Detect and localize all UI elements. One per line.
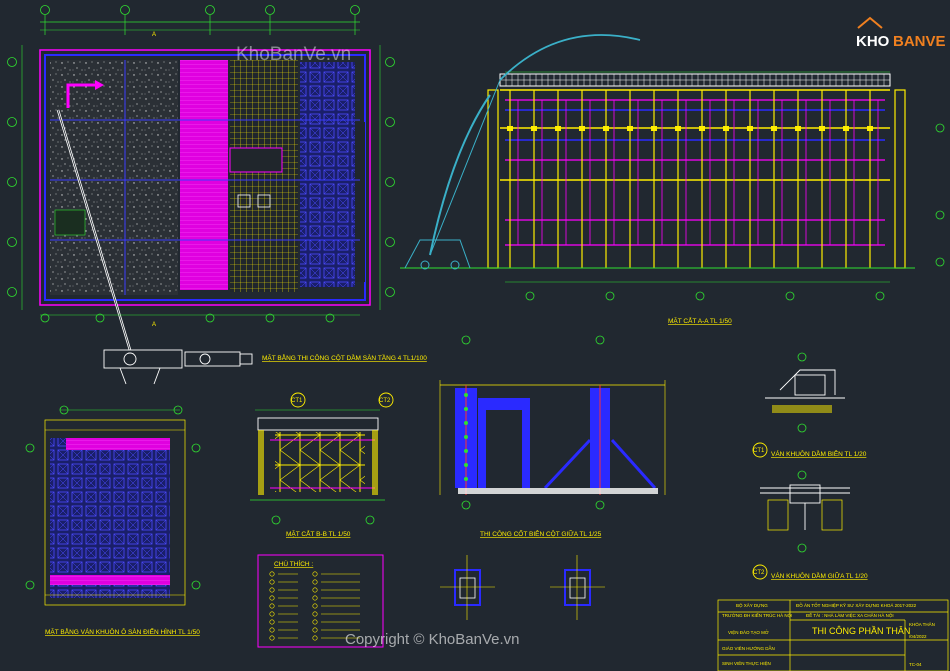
section-bb-title: MẶT CẮT B-B TL 1/50	[286, 529, 351, 538]
tb-project-header: ĐỒ ÁN TỐT NGHIỆP KỸ SƯ XÂY DỰNG KHOÁ 201…	[796, 601, 917, 608]
tb-university: TRƯỜNG ĐH KIẾN TRÚC HÀ NỘI	[722, 612, 792, 618]
ct1-callout: CT1	[291, 398, 303, 404]
ct1-title: VÁN KHUÔN DẦM BIÊN TL 1/20	[771, 448, 867, 458]
tb-drawing-name: THI CÔNG PHẦN THÂN	[812, 626, 910, 636]
slab-plan-title: MẶT BẰNG VÁN KHUÔN Ô SÀN ĐIỂN HÌNH TL 1/…	[45, 627, 200, 636]
ct2-callout: CT2	[379, 398, 391, 404]
floor-plan: A A MẶT BẰNG THI CÔNG CỘT DẦM SÀN TẦNG 4…	[7, 5, 427, 385]
logo-text-kho: KHO	[856, 33, 890, 50]
section-bb: CT1 CT2 MẶT CẮT B-B TL 1/50	[250, 392, 394, 538]
section-aa: MẶT CẮT A-A TL 1/50	[400, 34, 945, 325]
crane-truck-icon	[103, 349, 253, 385]
watermark-top: KhoBanVe.vn	[236, 44, 351, 65]
detail-ct1: CT1 VÁN KHUÔN DẦM BIÊN TL 1/20	[752, 352, 867, 458]
section-aa-title: MẶT CẮT A-A TL 1/50	[668, 316, 732, 325]
column-detail-1	[440, 555, 495, 620]
pump-truck-icon	[404, 239, 471, 270]
tb-advisor: GIÁO VIÊN HƯỚNG DẪN	[722, 644, 775, 651]
title-block	[717, 599, 949, 671]
tb-faculty: VIỆN ĐÀO TẠO MỞ	[728, 628, 769, 635]
watermark-bottom: Copyright © KhoBanVe.vn	[345, 631, 520, 648]
detail-ct2: CT2 VÁN KHUÔN DẦM GIỮA TL 1/20	[752, 470, 868, 580]
plan-title: MẶT BẰNG THI CÔNG CỘT DẦM SÀN TẦNG 4 TL1…	[262, 352, 427, 362]
ct2-title: VÁN KHUÔN DẦM GIỮA TL 1/20	[771, 570, 868, 580]
legend-title: CHÚ THÍCH :	[274, 559, 313, 568]
ct2-label: CT2	[753, 570, 765, 576]
tb-date: /04/2022	[909, 634, 927, 639]
tb-sheet: TC-04	[909, 662, 922, 667]
tb-student: SINH VIÊN THỰC HIỆN	[722, 659, 771, 666]
cut-label-bottom: A	[152, 322, 156, 328]
tb-class: KHÓA THÂN	[909, 621, 935, 627]
tb-project-name: ĐỀ TÀI : NHÀ LÀM VIỆC XA CHÂN HÀ NỘI	[806, 611, 894, 618]
ct1-label: CT1	[753, 448, 765, 454]
legend-box: CHÚ THÍCH :	[257, 554, 384, 648]
khobanve-logo: KHO BANVE	[856, 16, 946, 50]
cut-label-top: A	[152, 32, 156, 38]
tb-ministry: BỘ XÂY DỰNG	[736, 602, 768, 608]
slab-formwork-plan: MẶT BẰNG VÁN KHUÔN Ô SÀN ĐIỂN HÌNH TL 1/…	[25, 405, 201, 636]
column-construction: THI CÔNG CỐT BIÊN CỘT GIỮA TL 1/25	[439, 335, 666, 538]
column-title: THI CÔNG CỐT BIÊN CỘT GIỮA TL 1/25	[480, 528, 602, 538]
logo-text-banve: BANVE	[893, 33, 946, 50]
column-detail-2	[550, 555, 605, 620]
